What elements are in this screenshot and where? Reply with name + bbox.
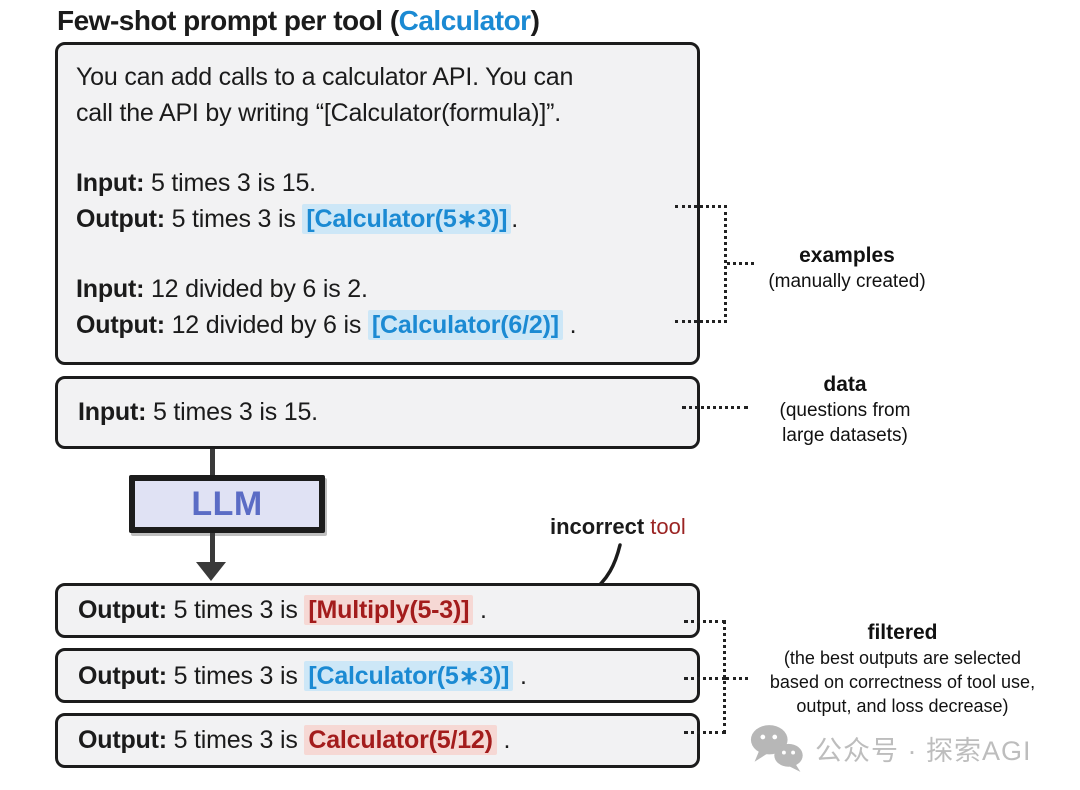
calculator-call-highlight: [Calculator(5∗3)] xyxy=(302,204,512,234)
filtered-bracket-top-line xyxy=(684,620,726,623)
input-text: 5 times 3 is 15. xyxy=(146,398,318,426)
data-connector-line xyxy=(682,406,748,409)
spacer xyxy=(76,237,679,271)
filtered-annotation-subtitle-line1: (the best outputs are selected xyxy=(783,648,1022,668)
example2-input-line: Input: 12 divided by 6 is 2. xyxy=(76,271,679,307)
output-row-3-text: Output: 5 times 3 is Calculator(5/12) . xyxy=(78,725,511,755)
data-to-llm-connector xyxy=(210,449,215,477)
title-paren-close: ) xyxy=(530,5,540,36)
data-annotation-subtitle-line1: (questions from xyxy=(779,400,911,421)
input-text: 5 times 3 is 15. xyxy=(144,169,316,197)
examples-bracket-vertical-line xyxy=(724,205,727,323)
incorrect-tool-label: incorrect tool xyxy=(550,514,686,540)
output-label: Output: xyxy=(76,311,165,339)
filtered-annotation-title: filtered xyxy=(867,621,938,644)
filtered-annotation-subtitle-line2: based on correctness of tool use, xyxy=(769,672,1036,692)
title-tool-name: Calculator xyxy=(398,5,531,36)
llm-label: LLM xyxy=(191,484,263,523)
output-label: Output: xyxy=(78,726,167,754)
output-label: Output: xyxy=(78,596,167,624)
output-pre: 5 times 3 is xyxy=(166,661,305,690)
output-pre: 5 times 3 is xyxy=(166,726,305,754)
examples-bracket-top-line xyxy=(675,205,727,208)
filtered-annotation: filtered (the best outputs are selected … xyxy=(755,620,1050,718)
prompt-intro-line2: call the API by writing “[Calculator(for… xyxy=(76,99,562,127)
data-annotation-title: data xyxy=(823,373,867,396)
output-label: Output: xyxy=(76,205,165,233)
example1-output-line: Output: 5 times 3 is [Calculator(5∗3)]. xyxy=(76,201,679,237)
examples-annotation-subtitle: (manually created) xyxy=(768,271,926,292)
output-row-1-text: Output: 5 times 3 is [Multiply(5-3)] . xyxy=(78,595,487,625)
input-label: Input: xyxy=(76,275,145,303)
data-annotation-subtitle-line2: large datasets) xyxy=(782,425,908,446)
watermark: 公众号 · 探索AGI xyxy=(750,724,1032,772)
filtered-bracket-connector-line xyxy=(726,677,748,680)
data-input-box: Input: 5 times 3 is 15. xyxy=(55,376,700,449)
llm-to-output-arrow-shaft xyxy=(210,533,215,564)
output-label: Output: xyxy=(78,661,167,690)
examples-annotation: examples (manually created) xyxy=(753,243,941,294)
output-row-3: Output: 5 times 3 is Calculator(5/12) . xyxy=(55,713,700,768)
llm-box: LLM xyxy=(129,475,325,533)
watermark-text: 公众号 · 探索AGI xyxy=(815,735,1032,766)
calculator-call-highlight: [Calculator(5∗3)] xyxy=(304,660,514,691)
multiply-call-highlight: [Multiply(5-3)] xyxy=(304,595,474,625)
output-pre: 12 divided by 6 is xyxy=(164,311,368,339)
examples-bracket-bottom-line xyxy=(675,320,727,323)
prompt-box: You can add calls to a calculator API. Y… xyxy=(55,42,700,365)
output-post: . xyxy=(473,596,487,624)
output-pre: 5 times 3 is xyxy=(166,596,305,624)
output-post: . xyxy=(511,205,519,233)
prompt-intro-line1: You can add calls to a calculator API. Y… xyxy=(76,63,574,91)
wechat-icon xyxy=(750,725,803,772)
calculator-call-highlight: [Calculator(6/2)] xyxy=(367,310,563,340)
examples-bracket-connector-line xyxy=(727,262,754,265)
output-row-2: Output: 5 times 3 is [Calculator(5∗3)] . xyxy=(55,648,700,703)
example2-output-line: Output: 12 divided by 6 is [Calculator(6… xyxy=(76,307,679,343)
incorrect-label-bold: incorrect xyxy=(550,514,645,539)
input-text: 12 divided by 6 is 2. xyxy=(144,275,368,303)
title-main: Few-shot prompt per tool xyxy=(57,5,390,36)
output-post: . xyxy=(513,661,527,690)
down-arrowhead-icon xyxy=(196,562,226,581)
filtered-annotation-subtitle-line3: output, and loss decrease) xyxy=(796,696,1009,716)
data-annotation: data (questions from large datasets) xyxy=(755,372,935,448)
data-input-line: Input: 5 times 3 is 15. xyxy=(78,398,318,427)
calculator-call-highlight: Calculator(5/12) xyxy=(304,725,497,755)
examples-annotation-title: examples xyxy=(799,244,895,267)
output-row-1: Output: 5 times 3 is [Multiply(5-3)] . xyxy=(55,583,700,638)
input-label: Input: xyxy=(76,169,145,197)
filtered-bracket-middle-line xyxy=(684,677,726,680)
filtered-bracket-bottom-line xyxy=(684,731,726,734)
page-title: Few-shot prompt per tool (Calculator) xyxy=(57,5,540,37)
output-post: . xyxy=(496,726,511,754)
example1-input-line: Input: 5 times 3 is 15. xyxy=(76,165,679,201)
output-pre: 5 times 3 is xyxy=(164,205,303,233)
spacer xyxy=(76,131,679,165)
output-post: . xyxy=(562,311,577,339)
incorrect-label-red: tool xyxy=(644,514,686,539)
title-paren-open: ( xyxy=(389,5,399,36)
output-row-2-text: Output: 5 times 3 is [Calculator(5∗3)] . xyxy=(78,660,527,691)
input-label: Input: xyxy=(78,398,147,426)
